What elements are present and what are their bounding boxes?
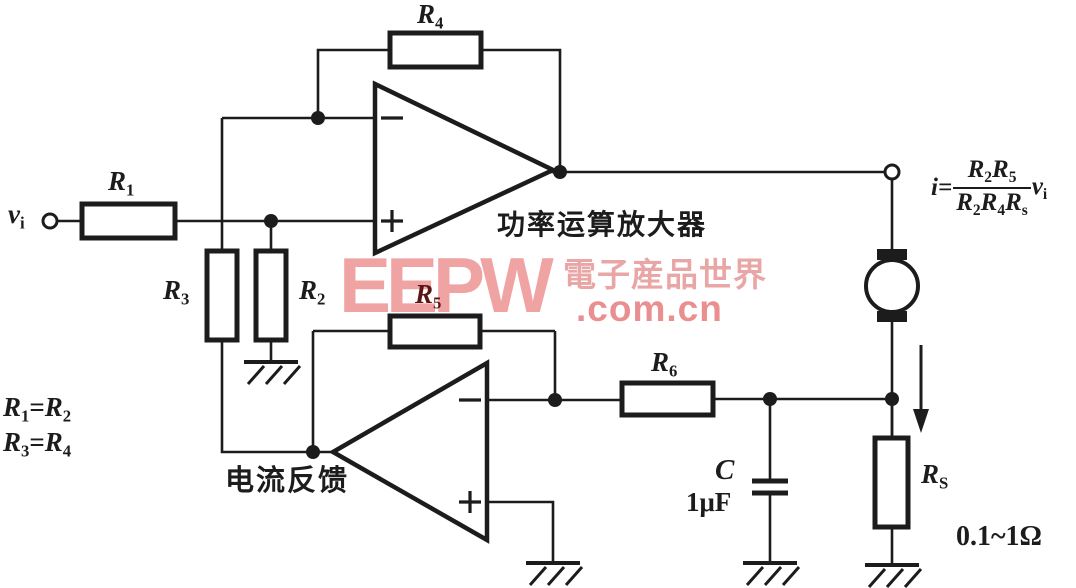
terminal-output bbox=[883, 163, 901, 181]
resistor-r1 bbox=[79, 201, 178, 241]
wire-r4-right bbox=[481, 48, 562, 172]
wire-r3-bottom bbox=[220, 340, 333, 454]
capacitor-label: C bbox=[715, 454, 735, 486]
opamp1-symbol bbox=[372, 80, 559, 257]
eepw-watermark-domain: .com.cn bbox=[576, 288, 723, 329]
motor-brush-top bbox=[877, 249, 907, 260]
formula-fraction: R2R5 R2R4Rs bbox=[953, 156, 1031, 220]
resistor-r5 bbox=[387, 313, 483, 350]
rs-label: RS bbox=[921, 459, 949, 493]
r1-label: R1 bbox=[108, 166, 135, 200]
eepw-watermark-logo: EEPW bbox=[339, 241, 554, 329]
junction-dot bbox=[763, 392, 777, 406]
r4-label: R4 bbox=[417, 0, 444, 33]
junction-dot bbox=[311, 111, 325, 125]
opamp1-caption: 功率运算放大器 bbox=[497, 210, 708, 241]
motor-brush-bottom bbox=[877, 311, 907, 322]
opamp2-symbol bbox=[328, 359, 490, 544]
resistor-r2 bbox=[253, 248, 289, 343]
ground-symbol-opamp2 bbox=[526, 561, 584, 586]
resistors bbox=[79, 30, 911, 530]
equation-r3-equals-r4: R3=R4 bbox=[3, 427, 72, 461]
eepw-watermark-chinese: 電子産品世界 bbox=[563, 256, 767, 293]
opamp1-triangle bbox=[372, 80, 559, 257]
current-formula: i= R2R5 R2R4Rs vi bbox=[931, 156, 1047, 220]
vi-label: vi bbox=[8, 199, 25, 233]
ground-symbol-rs bbox=[865, 563, 923, 588]
resistor-r3 bbox=[204, 248, 240, 343]
junction-dot bbox=[306, 445, 320, 459]
opamp2-plus-sign bbox=[459, 491, 481, 513]
r2-label: R2 bbox=[299, 275, 326, 309]
resistor-r6 bbox=[619, 380, 716, 418]
formula-lhs: i= bbox=[931, 174, 953, 202]
ground-symbol-capacitor bbox=[743, 561, 801, 586]
ground-symbol-r2 bbox=[244, 360, 302, 385]
wire-noninv-input-2-ground bbox=[487, 500, 555, 563]
resistor-r4 bbox=[387, 30, 484, 70]
ground-symbols bbox=[244, 360, 923, 588]
resistor-rs bbox=[872, 435, 911, 530]
junction-dot bbox=[548, 393, 562, 407]
equation-r1-equals-r2: R1=R2 bbox=[3, 392, 72, 426]
motor-symbol bbox=[864, 249, 920, 322]
rs-range-value: 0.1~1Ω bbox=[956, 521, 1042, 552]
capacitor-symbol bbox=[752, 478, 788, 496]
formula-denominator: R2R4Rs bbox=[953, 186, 1031, 220]
opamp2-caption: 电流反馈 bbox=[225, 465, 350, 497]
opamp1-plus-sign bbox=[381, 210, 403, 232]
wire-r4-left bbox=[316, 48, 390, 118]
junction-dot bbox=[553, 165, 567, 179]
junction-dot bbox=[885, 392, 899, 406]
formula-numerator: R2R5 bbox=[967, 156, 1017, 186]
junction-dots bbox=[264, 111, 899, 459]
motor-body bbox=[864, 258, 920, 314]
wires bbox=[57, 48, 894, 565]
terminal-vi bbox=[41, 212, 59, 230]
opamp2-triangle bbox=[328, 359, 490, 544]
junction-dot bbox=[264, 214, 278, 228]
formula-multiplier: vi bbox=[1031, 172, 1048, 203]
r3-label: R3 bbox=[163, 275, 190, 309]
r5-label: R5 bbox=[415, 279, 442, 313]
capacitor-value: 1μF bbox=[686, 487, 732, 517]
r6-label: R6 bbox=[651, 347, 678, 381]
current-arrow bbox=[913, 345, 929, 433]
